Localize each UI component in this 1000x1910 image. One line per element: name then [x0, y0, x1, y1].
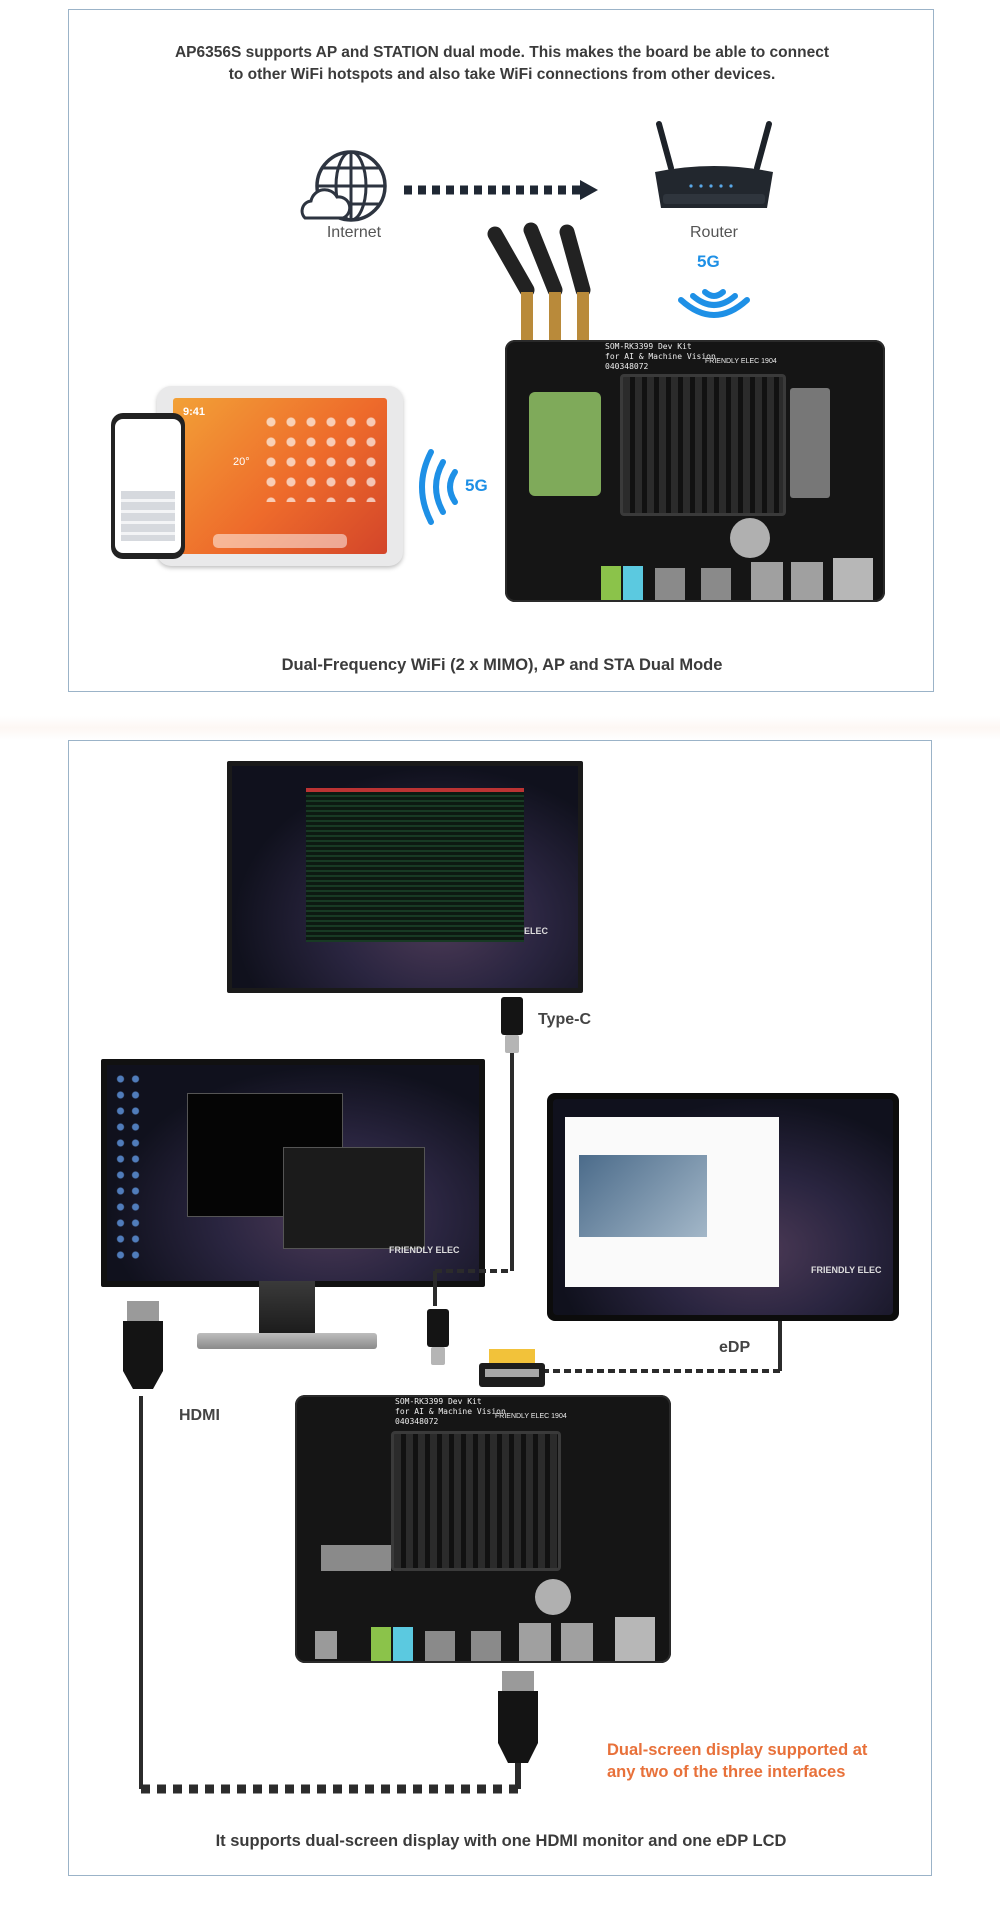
tablet-screen: 9:41 20°	[173, 398, 387, 554]
tablet-temperature: 20°	[233, 456, 250, 468]
board2-serial: 040348072	[395, 1417, 439, 1426]
board-antennas-icon	[487, 222, 591, 342]
board2-year: 1904	[551, 1413, 567, 1420]
typec-label: Type-C	[538, 1011, 592, 1028]
usb-port-4	[561, 1623, 593, 1661]
board2-brand: FRIENDLY ELEC	[495, 1413, 550, 1420]
usb-port-3	[519, 1623, 551, 1661]
board-brand: FRIENDLY ELEC	[705, 358, 760, 365]
router-label: Router	[689, 224, 739, 241]
hdmi-connector-bottom-icon	[498, 1671, 538, 1763]
internet-label: Internet	[326, 224, 382, 241]
heatsink-2	[391, 1431, 561, 1571]
phone-keyboard	[121, 491, 175, 541]
hdmi-port-4	[471, 1631, 501, 1661]
board-som-rk3399: SOM-RK3399 Dev Kit for AI & Machine Visi…	[505, 340, 885, 602]
heatsink	[620, 374, 786, 516]
audio-jack-green-2	[371, 1627, 391, 1661]
typec-connector-bottom-icon	[427, 1309, 449, 1365]
edp-connector-icon	[479, 1349, 545, 1387]
wifi-intro-text: AP6356S supports AP and STATION dual mod…	[174, 44, 829, 83]
hdmi-port-2	[701, 568, 731, 600]
browser-video	[579, 1155, 707, 1237]
devices-5g-label: 5G	[465, 476, 488, 495]
usb-port	[751, 562, 783, 600]
tablet-device: 9:41 20°	[157, 386, 403, 566]
router-5g-label: 5G	[697, 252, 720, 271]
board-title-line1: SOM-RK3399 Dev Kit	[605, 342, 692, 351]
display-panel: ELEC Type-C FRIENDLY ELEC FRIENDLY ELEC	[68, 740, 932, 1876]
hdmi-monitor: FRIENDLY ELEC	[101, 1059, 485, 1287]
board-som-rk3399-2: SOM-RK3399 Dev Kit for AI & Machine Visi…	[295, 1395, 671, 1663]
lcd-brand: FRIENDLY ELEC	[811, 1265, 882, 1275]
typec-monitor: ELEC	[227, 761, 583, 993]
board-serial: 040348072	[605, 362, 649, 371]
router-wifi-signal-icon	[678, 289, 750, 318]
ethernet-port-2	[615, 1617, 655, 1661]
typec-connector-top-icon	[501, 997, 523, 1053]
typec-monitor-brand: ELEC	[524, 926, 549, 936]
browser-window	[565, 1117, 779, 1287]
dual-screen-note: Dual-screen display supported at any two…	[607, 1741, 868, 1781]
ethernet-port	[833, 558, 873, 600]
phone-device	[111, 413, 185, 559]
tablet-app-grid	[261, 412, 379, 502]
board-title-line2: for AI & Machine Vision	[605, 352, 716, 361]
edp-lcd: FRIENDLY ELEC	[547, 1093, 899, 1321]
monitor-base	[197, 1333, 377, 1349]
hdmi-port-3	[425, 1631, 455, 1661]
tablet-time: 9:41	[183, 406, 206, 418]
board-year: 1904	[761, 358, 777, 365]
rtc-battery-2	[535, 1579, 571, 1615]
internet-globe-icon	[300, 150, 387, 222]
edp-label: eDP	[719, 1339, 751, 1356]
m2-ssd	[790, 388, 830, 498]
hdmi-label: HDMI	[179, 1407, 220, 1424]
display-caption: It supports dual-screen display with one…	[215, 1832, 787, 1850]
tablet-dock	[213, 534, 347, 548]
wifi-panel: AP6356S supports AP and STATION dual mod…	[68, 9, 934, 692]
audio-jack-blue-2	[393, 1627, 413, 1661]
devices-wifi-signal-icon	[419, 449, 458, 525]
terminal-window	[306, 788, 524, 942]
usb-c-port	[315, 1631, 337, 1659]
desktop-icons	[113, 1071, 143, 1261]
usb-port-2	[791, 562, 823, 600]
router-icon	[655, 121, 773, 208]
phone-screen	[115, 419, 181, 553]
m2-slot	[321, 1545, 391, 1571]
section-divider	[0, 716, 1000, 740]
audio-jack-green	[601, 566, 621, 600]
internet-to-router-arrow	[404, 180, 598, 200]
hdmi-port	[655, 568, 685, 600]
wifi-module	[529, 392, 601, 496]
terminal-window-2	[283, 1147, 425, 1249]
audio-jack-blue	[623, 566, 643, 600]
hdmi-connector-left-icon	[123, 1301, 163, 1389]
monitor-stand	[259, 1281, 315, 1337]
rtc-battery	[730, 518, 770, 558]
board2-title-line1: SOM-RK3399 Dev Kit	[395, 1397, 482, 1406]
wifi-caption: Dual-Frequency WiFi (2 x MIMO), AP and S…	[281, 656, 723, 674]
hdmi-monitor-brand: FRIENDLY ELEC	[389, 1245, 460, 1255]
board2-title-line2: for AI & Machine Vision	[395, 1407, 506, 1416]
